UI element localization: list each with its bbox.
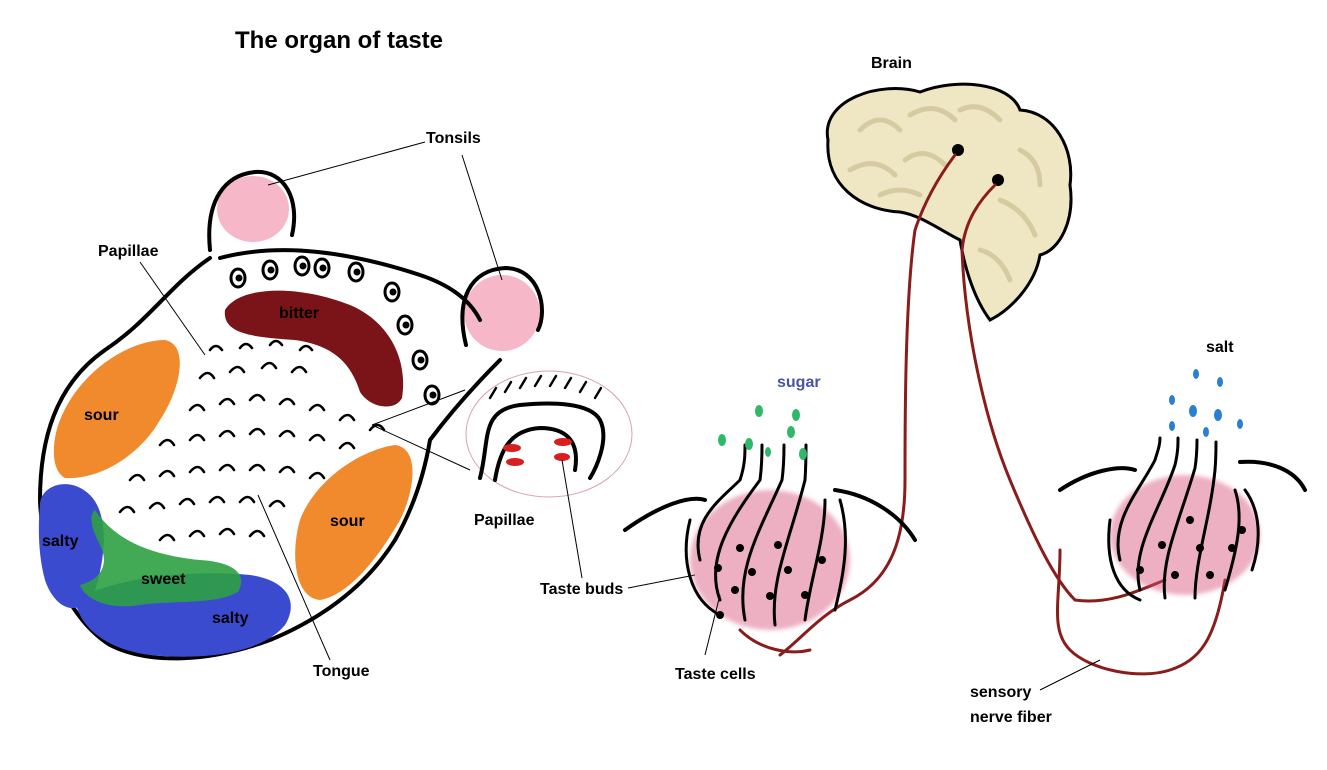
- brain-nucleus-2: [992, 174, 1004, 186]
- brain-gyri: [847, 104, 1043, 283]
- label-salt: salt: [1206, 339, 1234, 356]
- label-taste-cells: Taste cells: [675, 666, 756, 683]
- nerve-fiber-salt-2: [1056, 548, 1227, 676]
- epithelium-salt-left: [1058, 466, 1137, 492]
- label-sensory-line2: nerve fiber: [970, 709, 1052, 726]
- papilla-taste-bud-2: [506, 458, 524, 466]
- label-sugar: sugar: [777, 374, 821, 391]
- taste-bud-sugar: [623, 443, 917, 630]
- papilla-taste-bud-1: [503, 444, 521, 452]
- leader-zoom-top: [371, 389, 466, 426]
- leader-tonsils-right: [461, 154, 503, 281]
- leader-taste-buds-zoom: [561, 459, 583, 579]
- zone-label-bitter: bitter: [279, 305, 319, 322]
- sugar-molecules: [718, 405, 807, 460]
- diagram-title: The organ of taste: [235, 27, 443, 54]
- salt-molecules: [1169, 369, 1243, 437]
- nerve-fiber-bud-branch: [738, 628, 812, 654]
- tonsil-left-outline: [207, 169, 297, 252]
- brain-nucleus-1: [952, 144, 964, 156]
- papilla-taste-bud-4: [554, 453, 570, 461]
- label-tonsils: Tonsils: [426, 130, 481, 147]
- label-papillae-zoom: Papillae: [474, 512, 535, 529]
- leader-taste-cells: [704, 594, 721, 656]
- zone-label-sour-left: sour: [84, 407, 119, 424]
- zone-label-salty-bottom: salty: [212, 610, 249, 627]
- zone-label-sweet: sweet: [141, 571, 186, 588]
- papillae-zoom-circle: [465, 370, 633, 498]
- papilla-inner-outline: [493, 426, 578, 482]
- sour-zone-left: [53, 340, 180, 479]
- label-tongue: Tongue: [313, 663, 370, 680]
- epithelium-sugar-left: [623, 496, 707, 532]
- taste-cell-nuclei-salt: [1136, 516, 1246, 579]
- papilla-outline: [478, 401, 606, 480]
- epithelium-salt-right: [1238, 459, 1307, 492]
- epithelium-sugar-right: [833, 488, 917, 542]
- tongue-back-outline: [218, 248, 482, 322]
- label-sensory-line1: sensory: [970, 684, 1031, 701]
- leader-papillae-left: [139, 261, 206, 356]
- fungiform-papillae: [118, 339, 386, 542]
- tongue-outline: [38, 256, 502, 661]
- tonsil-left: [217, 176, 289, 242]
- leader-tongue: [257, 494, 331, 661]
- tongue-figure: bitter sour sour salty sweet salty: [38, 169, 544, 661]
- taste-cells-sugar: [684, 443, 847, 627]
- brain: [825, 82, 1073, 322]
- sweet-zone: [80, 510, 242, 607]
- tonsil-right: [464, 275, 540, 351]
- leader-sensory-nerve: [1039, 659, 1101, 691]
- brain-shape: [825, 82, 1073, 322]
- taste-cells-salt: [1107, 436, 1260, 602]
- label-papillae-left: Papillae: [98, 243, 159, 260]
- papilla-taste-bud-3: [554, 438, 572, 446]
- taste-bud-salt: [1058, 436, 1307, 602]
- leader-tonsils-left: [267, 141, 426, 186]
- circumvallate-papillae-row: [229, 255, 441, 406]
- leader-taste-buds-right: [627, 574, 696, 589]
- nerve-fiber-sugar: [778, 153, 957, 657]
- label-taste-buds: Taste buds: [540, 581, 623, 598]
- taste-cell-nuclei-sugar: [714, 541, 826, 619]
- papilla-surface-ridges: [488, 374, 603, 400]
- sour-zone-right: [295, 445, 413, 600]
- label-brain: Brain: [871, 55, 912, 72]
- zone-label-salty-left: salty: [42, 533, 79, 550]
- leader-zoom-bottom: [371, 424, 471, 471]
- sensory-nerve-fibers: [738, 153, 1227, 676]
- papillae-zoom: [465, 370, 633, 498]
- tonsil-right-outline: [460, 266, 544, 347]
- bitter-zone: [224, 290, 404, 407]
- salty-zone-left: [38, 484, 104, 609]
- nerve-fiber-salt-1: [960, 183, 1167, 603]
- zone-label-sour-right: sour: [330, 513, 365, 530]
- taste-bud-salt-body: [1110, 475, 1260, 595]
